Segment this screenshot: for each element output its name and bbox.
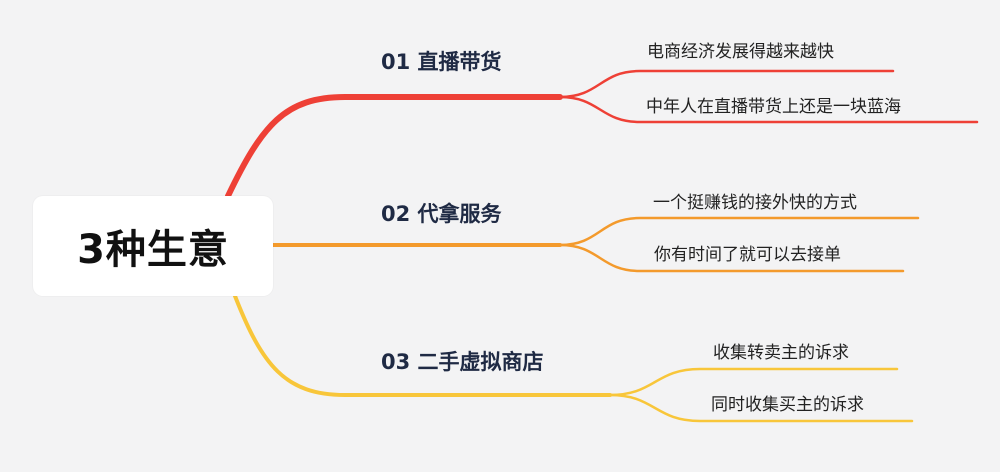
connector-root-branch-1 bbox=[225, 94, 563, 199]
connector-branch-3-leaf-2 bbox=[608, 393, 914, 423]
leaf-node-3-2[interactable]: 同时收集买主的诉求 bbox=[711, 395, 864, 415]
branch-node-2[interactable]: 02 代拿服务 bbox=[381, 202, 502, 226]
leaf-node-2-1[interactable]: 一个挺赚钱的接外快的方式 bbox=[653, 193, 857, 213]
branch-node-3[interactable]: 03 二手虚拟商店 bbox=[381, 350, 544, 374]
branch-node-1[interactable]: 01 直播带货 bbox=[381, 50, 502, 74]
root-node-label: 3种生意 bbox=[77, 227, 229, 273]
connector-branch-1-leaf-2 bbox=[558, 95, 979, 124]
connector-branch-2-leaf-2 bbox=[558, 243, 905, 273]
connector-branch-2-leaf-1 bbox=[558, 216, 920, 247]
leaf-node-2-2[interactable]: 你有时间了就可以去接单 bbox=[654, 245, 841, 265]
leaf-node-3-1[interactable]: 收集转卖主的诉求 bbox=[713, 343, 849, 363]
connector-branch-3-leaf-1 bbox=[608, 367, 899, 397]
connector-branch-1-leaf-1 bbox=[558, 69, 895, 99]
leaf-node-1-2[interactable]: 中年人在直播带货上还是一块蓝海 bbox=[646, 97, 901, 117]
root-node[interactable]: 3种生意 bbox=[33, 196, 273, 296]
connector-root-branch-3 bbox=[233, 294, 612, 397]
leaf-node-1-1[interactable]: 电商经济发展得越来越快 bbox=[647, 42, 834, 62]
